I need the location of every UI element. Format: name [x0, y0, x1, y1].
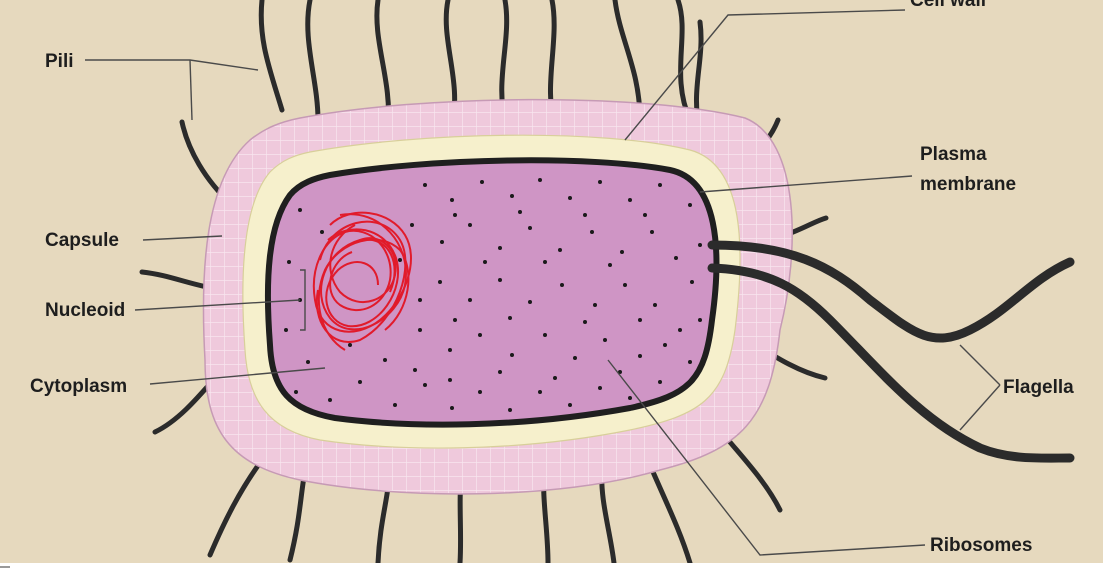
label-cell-wall: Cell wall	[910, 0, 986, 11]
label-capsule: Capsule	[45, 230, 119, 251]
cytoplasm	[268, 160, 717, 424]
label-plasma-membrane-2: membrane	[920, 174, 1016, 195]
label-cytoplasm: Cytoplasm	[30, 376, 127, 397]
label-pili: Pili	[45, 51, 74, 72]
label-plasma-membrane-1: Plasma	[920, 144, 987, 165]
label-ribosomes: Ribosomes	[930, 535, 1032, 556]
label-flagella: Flagella	[1003, 377, 1074, 398]
label-nucleoid: Nucleoid	[45, 300, 125, 321]
